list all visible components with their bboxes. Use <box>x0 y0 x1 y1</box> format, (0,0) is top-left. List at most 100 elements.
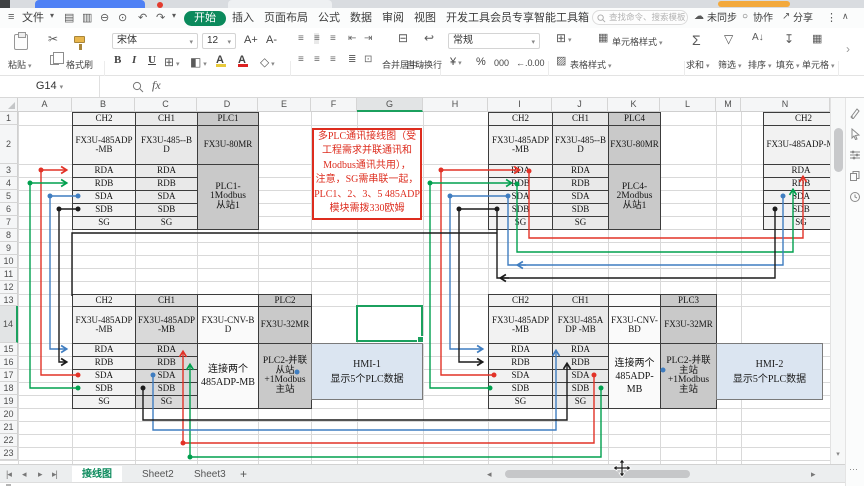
copy-panel-icon[interactable] <box>849 170 861 182</box>
print-icon[interactable]: ▥ <box>82 12 93 24</box>
undo-icon[interactable]: ↶ <box>138 12 148 24</box>
fill-color-icon[interactable]: ◧ <box>190 55 207 69</box>
zoom-formula-icon[interactable] <box>132 81 144 93</box>
clear-format-icon[interactable]: ◇ <box>260 55 275 69</box>
tab-review[interactable]: 审阅 <box>382 12 404 24</box>
filter-icon[interactable]: ▽ <box>724 32 734 46</box>
row-header-9[interactable]: 9 <box>0 242 18 255</box>
row-header-17[interactable]: 17 <box>0 369 18 382</box>
decrease-indent-icon[interactable]: ⇤ <box>348 33 356 44</box>
cut-icon[interactable]: ✂ <box>48 32 59 46</box>
merge-center-icon[interactable]: ⊟ <box>398 31 409 45</box>
font-color-icon[interactable]: A <box>238 54 248 67</box>
merge-center-button[interactable]: 合并居中 <box>382 58 423 71</box>
fill-button[interactable]: 填充 <box>776 58 799 71</box>
borders-icon[interactable]: ⊞ <box>164 55 180 69</box>
vertical-scrollbar[interactable]: ▾ <box>830 98 845 464</box>
sort-button[interactable]: 排序 <box>748 58 771 71</box>
font-size-select[interactable]: 12 <box>202 33 236 49</box>
file-caret-icon[interactable]: ▾ <box>50 11 55 20</box>
command-search-box[interactable]: 查找命令、搜索模板 <box>592 10 688 25</box>
tab-smart-toolbox[interactable]: 智能工具箱 <box>534 12 589 24</box>
tab-data[interactable]: 数据 <box>350 12 372 24</box>
underline-button[interactable]: U <box>148 54 156 66</box>
align-bottom-icon[interactable]: ≡ <box>330 33 336 44</box>
col-header-H[interactable]: H <box>423 98 488 112</box>
sheet-tab-wiring[interactable]: 接线图 <box>72 466 122 483</box>
format-painter-icon[interactable] <box>74 36 85 50</box>
sheet-grid[interactable]: A B C D E F G H I J K L M N 1 2 3 4 5 6 … <box>0 98 830 464</box>
decrease-decimal-icon[interactable]: .00 <box>532 58 545 68</box>
row-header-5[interactable]: 5 <box>0 190 18 203</box>
currency-format-icon[interactable]: ¥ <box>450 56 462 68</box>
col-header-M[interactable]: M <box>716 98 741 112</box>
formula-input[interactable] <box>172 77 822 97</box>
collab-button[interactable]: 协作 <box>753 13 773 24</box>
tab-dev-tools[interactable]: 开发工具 <box>446 12 490 24</box>
hamburger-icon[interactable]: ≡ <box>8 11 15 23</box>
scroll-down-arrow-icon[interactable]: ▾ <box>836 451 840 458</box>
sheet-tab-sheet2[interactable]: Sheet2 <box>142 469 174 480</box>
increase-decimal-icon[interactable]: ←.0 <box>516 58 533 68</box>
horizontal-scrollbar-thumb[interactable] <box>505 470 690 478</box>
tab-page-layout[interactable]: 页面布局 <box>264 12 308 24</box>
sync-status[interactable]: 未同步 <box>707 13 737 24</box>
row-header-2[interactable]: 2 <box>0 125 18 164</box>
wrap-text-icon[interactable]: ↩ <box>424 31 435 45</box>
active-document-tab[interactable] <box>35 0 145 8</box>
justify-icon[interactable]: ≣ <box>348 54 356 65</box>
italic-button[interactable]: I <box>132 54 137 66</box>
percent-format-icon[interactable]: % <box>476 56 486 68</box>
collab-icon[interactable]: ○ <box>742 11 749 22</box>
save-icon[interactable]: ▤ <box>64 12 75 24</box>
preview-icon[interactable]: ⊙ <box>118 12 128 24</box>
increase-font-icon[interactable]: A+ <box>244 34 258 46</box>
col-header-B[interactable]: B <box>72 98 135 112</box>
sum-button[interactable]: 求和 <box>686 58 709 71</box>
conditional-format-icon[interactable]: ⊞ <box>556 31 572 45</box>
cells-button[interactable]: 单元格 <box>802 58 834 71</box>
row-header-3[interactable]: 3 <box>0 164 18 177</box>
align-left-icon[interactable]: ≡ <box>298 54 304 65</box>
row-header-14[interactable]: 14 <box>0 306 18 343</box>
filter-button[interactable]: 筛选 <box>718 58 741 71</box>
cursor-select-icon[interactable] <box>849 128 861 140</box>
align-center-icon[interactable]: ≡ <box>314 54 320 65</box>
inactive-document-tab[interactable] <box>228 0 332 8</box>
highlight-color-icon[interactable]: A <box>216 54 226 67</box>
row-header-20[interactable]: 20 <box>0 408 18 421</box>
fx-icon[interactable]: fx <box>152 78 161 92</box>
select-all-corner[interactable] <box>0 98 18 112</box>
row-header-7[interactable]: 7 <box>0 216 18 229</box>
cell-style-button[interactable]: 单元格样式 <box>612 35 662 48</box>
row-header-10[interactable]: 10 <box>0 255 18 268</box>
thousands-format-icon[interactable]: 000 <box>494 58 510 68</box>
redo-icon[interactable]: ↷ <box>156 12 166 24</box>
table-style-button[interactable]: 表格样式 <box>570 58 611 71</box>
active-cell-G14[interactable] <box>356 305 424 343</box>
tab-formulas[interactable]: 公式 <box>318 12 340 24</box>
col-header-F[interactable]: F <box>311 98 357 112</box>
row-header-8[interactable]: 8 <box>0 229 18 242</box>
sheet-tab-sheet3[interactable]: Sheet3 <box>194 469 226 480</box>
wrap-text-button[interactable]: 自动换行 <box>406 60 443 70</box>
align-top-icon[interactable]: ≡ <box>298 33 304 44</box>
collapse-ribbon-icon[interactable]: ∧ <box>842 11 849 21</box>
more-history-caret-icon[interactable]: ▾ <box>172 11 177 20</box>
row-header-22[interactable]: 22 <box>0 434 18 447</box>
tab-view[interactable]: 视图 <box>414 12 436 24</box>
tab-home[interactable]: 开始 <box>184 11 226 26</box>
copy-icon[interactable] <box>50 52 64 65</box>
more-menu-icon[interactable]: ⋮ <box>826 12 837 24</box>
row-header-19[interactable]: 19 <box>0 395 18 408</box>
align-middle-icon[interactable]: ≡ <box>314 33 320 44</box>
row-header-23[interactable]: 23 <box>0 447 18 460</box>
hscroll-right-arrow-icon[interactable]: ▸ <box>811 469 815 479</box>
col-header-K[interactable]: K <box>608 98 660 112</box>
row-header-6[interactable]: 6 <box>0 203 18 216</box>
first-sheet-icon[interactable]: |◂ <box>6 469 12 479</box>
align-right-icon[interactable]: ≡ <box>330 54 336 65</box>
row-header-18[interactable]: 18 <box>0 382 18 395</box>
skin-brush-icon[interactable] <box>849 107 861 119</box>
col-header-E[interactable]: E <box>258 98 311 112</box>
